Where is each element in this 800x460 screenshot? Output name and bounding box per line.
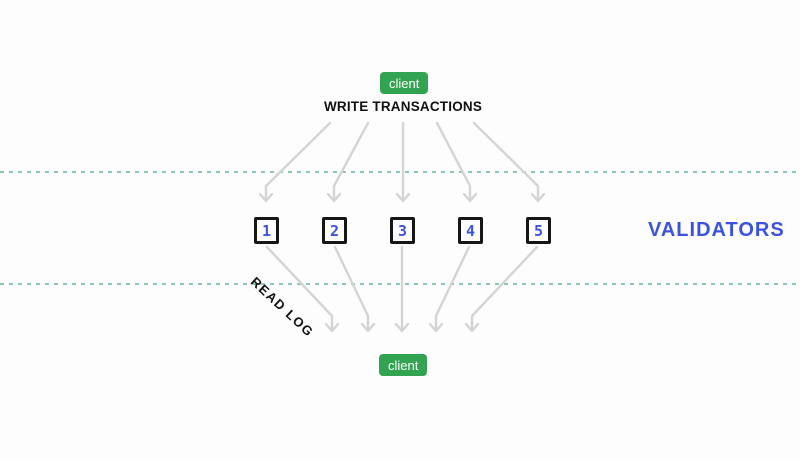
write-arrow-icon: [326, 121, 370, 203]
replication-boundary-line-bottom: [0, 283, 800, 285]
validator-box-4: 4: [458, 217, 483, 244]
validator-box-3: 3: [390, 217, 415, 244]
read-arrow-icon: [464, 245, 539, 333]
read-arrow-icon: [428, 245, 471, 333]
validator-box-1: 1: [254, 217, 279, 244]
write-arrows: [258, 121, 546, 203]
read-arrows: [265, 245, 539, 333]
validator-box-2: 2: [322, 217, 347, 244]
write-arrow-icon: [472, 121, 546, 203]
write-arrow-icon: [395, 121, 411, 203]
write-arrow-icon: [435, 121, 478, 203]
write-arrow-icon: [258, 121, 332, 203]
client-badge-top: client: [380, 72, 429, 94]
client-badge-bottom: client: [379, 354, 428, 376]
validators-label: VALIDATORS: [648, 219, 785, 241]
read-arrow-icon: [265, 245, 340, 333]
read-arrow-icon: [394, 245, 410, 333]
read-arrow-icon: [333, 245, 376, 333]
replication-boundary-line-top: [0, 171, 800, 173]
validator-box-5: 5: [526, 217, 551, 244]
write-transactions-label: WRITE TRANSACTIONS: [323, 99, 483, 114]
